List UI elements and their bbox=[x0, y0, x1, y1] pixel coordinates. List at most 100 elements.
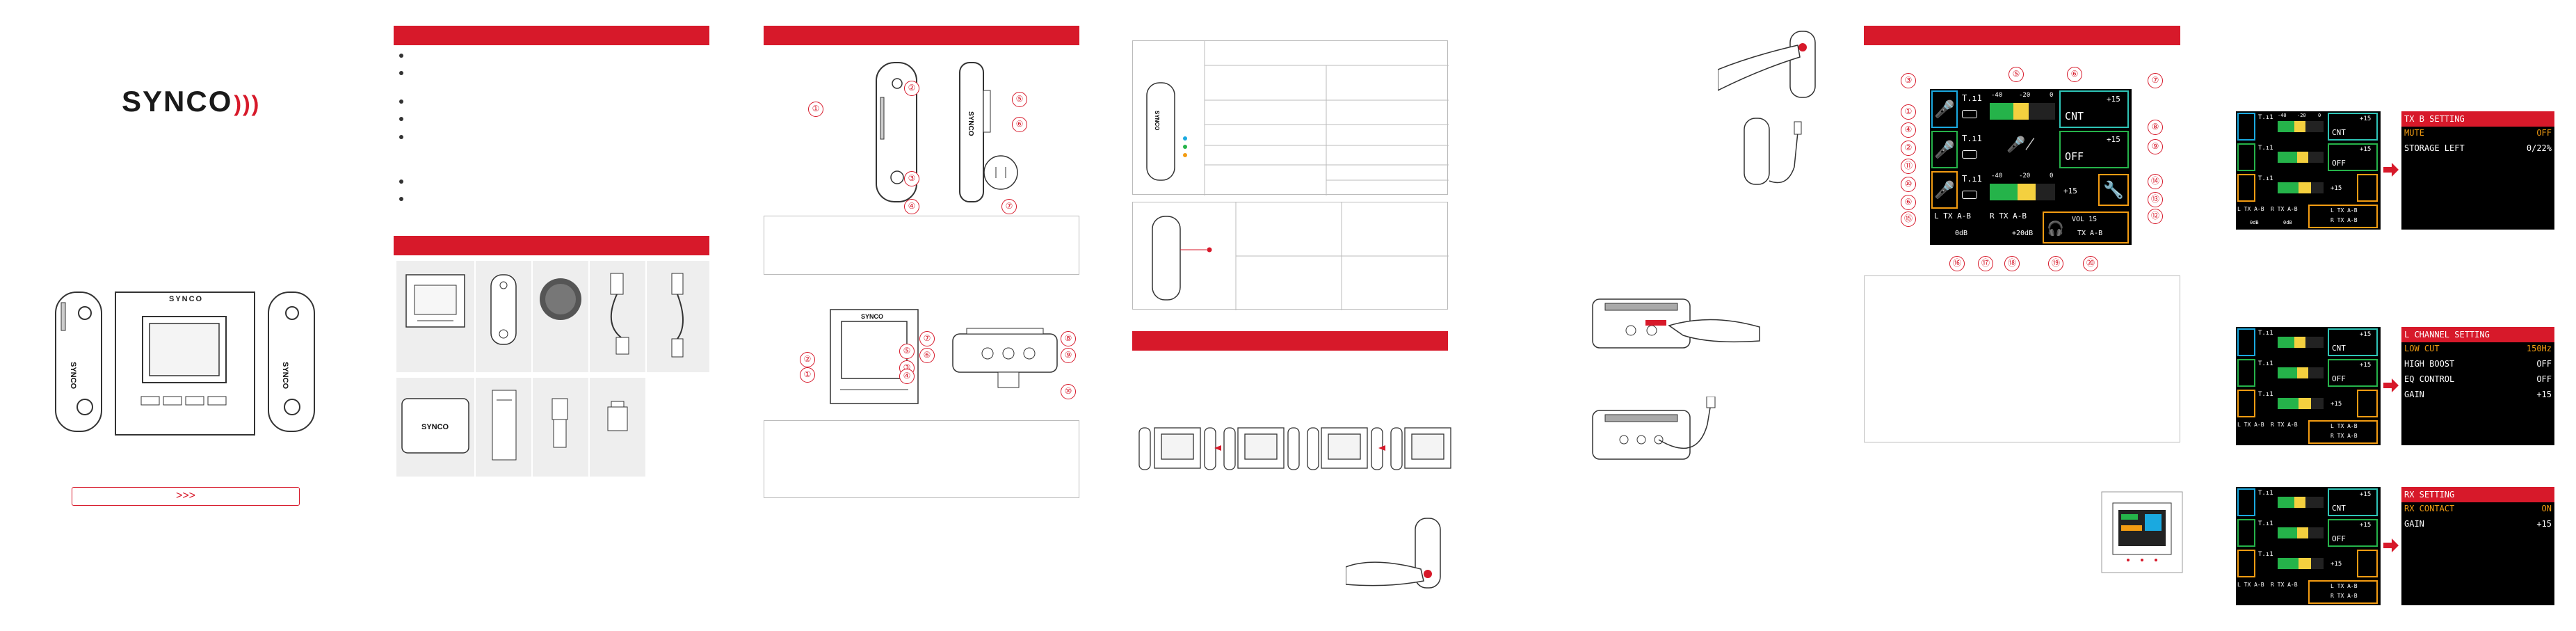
meter-label: -20 bbox=[2019, 92, 2031, 99]
bullet bbox=[399, 71, 403, 75]
meter-label: 0 bbox=[2050, 92, 2054, 99]
section-header-bar bbox=[1864, 26, 2180, 45]
callout: ⑥ bbox=[2067, 67, 2082, 82]
panel-6: 🎤 T.ı1 -40 -20 0 CNT +15 🎤 T.ı1 🎤̸ OFF +… bbox=[1829, 0, 2205, 631]
callout-4: ④ bbox=[899, 369, 915, 384]
mini-screen: T.ı1 -40 -20 0 CNT+15 T.ı1 OFF+15 T.ı1 +… bbox=[2236, 111, 2381, 230]
mic-icon: 🎤 bbox=[1931, 90, 1958, 128]
package-grid: SYNCO bbox=[396, 261, 709, 477]
callout: ⑦ bbox=[2148, 73, 2163, 88]
menu-title: RX SETTING bbox=[2401, 487, 2554, 502]
callout: ⑰ bbox=[1978, 256, 1993, 271]
bullet bbox=[399, 179, 403, 184]
receiver-earphone-illustration bbox=[1592, 397, 1716, 460]
callout-7: ⑦ bbox=[919, 331, 935, 346]
gain-label: +15 bbox=[2063, 186, 2077, 195]
panel-2: SYNCO bbox=[362, 0, 730, 631]
callout: ⑮ bbox=[1901, 211, 1916, 227]
headphone-icon: 🎧 bbox=[2047, 220, 2064, 237]
callout: ③ bbox=[1901, 73, 1916, 88]
arrow-right-icon bbox=[2383, 378, 2399, 392]
gain-label: +15 bbox=[2107, 95, 2120, 104]
menu-item[interactable]: GAIN+15 bbox=[2404, 390, 2552, 399]
led-table-2 bbox=[1132, 202, 1449, 310]
bullet bbox=[399, 117, 403, 121]
callout-3: ③ bbox=[904, 171, 919, 186]
mic-icon: 🎤 bbox=[1931, 131, 1958, 168]
receiver-screen-thumbnail bbox=[2101, 491, 2183, 573]
callout-2: ② bbox=[904, 81, 919, 96]
mode-label: OFF bbox=[2065, 150, 2084, 163]
callout: ② bbox=[1901, 141, 1916, 156]
svg-text:SYNCO: SYNCO bbox=[69, 362, 77, 390]
item-cell-windscreen bbox=[533, 261, 588, 372]
mic-icon: 🎤 bbox=[1931, 171, 1958, 209]
finger-press-icon bbox=[1718, 31, 1816, 98]
tx-label: TX A-B bbox=[2077, 230, 2103, 237]
signal-bars: T.ı1 bbox=[1962, 93, 1982, 103]
led-table: SYNCO bbox=[1132, 40, 1449, 195]
left-gain-db: 0dB bbox=[1955, 230, 1968, 237]
callout-6: ⑥ bbox=[1012, 117, 1027, 132]
mini-screen: T.ı1 CNT+15 T.ı1 OFF+15 T.ı1 +15 L TX A-… bbox=[2236, 487, 2381, 605]
meter-label: 0 bbox=[2050, 173, 2054, 179]
callout-6: ⑥ bbox=[919, 348, 935, 363]
gain-label: +15 bbox=[2107, 135, 2120, 144]
callout: ④ bbox=[1901, 122, 1916, 138]
callout-9: ⑨ bbox=[1061, 348, 1076, 363]
meter-label: -40 bbox=[1991, 173, 2003, 179]
tx-c-row: 🎤 T.ı1 -40 -20 0 +15 🔧 bbox=[1931, 171, 2130, 209]
receiver-diagram: SYNCO bbox=[830, 309, 1058, 404]
arrow-right-icon bbox=[2383, 538, 2399, 552]
note-box bbox=[764, 216, 1079, 275]
bullet bbox=[399, 54, 403, 58]
callout-1: ① bbox=[800, 367, 815, 383]
svg-text:SYNCO: SYNCO bbox=[281, 362, 289, 390]
transmitter-diagram: SYNCO bbox=[876, 62, 1018, 202]
tx-b-row: 🎤 T.ı1 🎤̸ OFF +15 bbox=[1931, 131, 2130, 168]
note-box bbox=[764, 420, 1079, 498]
svg-text:SYNCO: SYNCO bbox=[861, 313, 883, 320]
item-cell-manual bbox=[476, 378, 531, 477]
callout: ⑨ bbox=[2148, 139, 2163, 154]
tx-a-row: 🎤 T.ı1 -40 -20 0 CNT +15 bbox=[1931, 90, 2130, 128]
screen-diagram: 🎤 T.ı1 -40 -20 0 CNT +15 🎤 T.ı1 🎤̸ OFF +… bbox=[1930, 89, 2132, 245]
callout: ① bbox=[1901, 104, 1916, 120]
right-gain-db: +20dB bbox=[2012, 230, 2034, 237]
next-page-button[interactable]: >>> bbox=[72, 487, 300, 506]
section-header-bar bbox=[1132, 331, 1448, 351]
arrow-right-icon bbox=[2383, 163, 2399, 177]
callout-2: ② bbox=[800, 352, 815, 367]
item-cell-adapter-usb bbox=[590, 378, 645, 477]
brand-logo: SYNCO))) bbox=[122, 85, 261, 118]
callout: ⑳ bbox=[2083, 256, 2098, 271]
speaker-wave-icon: ))) bbox=[234, 91, 261, 116]
output-box: 🎧 VOL 15 TX A-B bbox=[2043, 211, 2129, 243]
item-cell-transmitter bbox=[476, 261, 531, 372]
callout: ⑭ bbox=[2148, 174, 2163, 189]
earphone-icon bbox=[1744, 118, 1802, 185]
signal-bars: T.ı1 bbox=[1962, 134, 1982, 143]
panel-3: SYNCO ① ② ③ ④ ⑤ ⑥ ⑦ SYNCO ① ② ③ ④ ⑤ ⑥ ⑦ … bbox=[730, 0, 1099, 631]
signal-bars: T.ı1 bbox=[1962, 174, 1982, 184]
section-header-bar bbox=[394, 236, 709, 255]
mic-muted-icon: 🎤̸ bbox=[2006, 136, 2035, 154]
bullet bbox=[399, 197, 403, 201]
menu-title: L CHANNEL SETTING bbox=[2401, 327, 2554, 342]
callout-7: ⑦ bbox=[1001, 199, 1017, 214]
menu-item[interactable]: GAIN+15 bbox=[2404, 519, 2552, 529]
item-cell-case: SYNCO bbox=[396, 378, 474, 477]
item-cell-adapter-c bbox=[533, 378, 588, 477]
svg-text:SYNCO: SYNCO bbox=[967, 111, 974, 136]
svg-text:SYNCO: SYNCO bbox=[1154, 111, 1160, 130]
item-cell-receiver bbox=[396, 261, 474, 372]
bullet-list bbox=[395, 49, 701, 209]
meter-label: -40 bbox=[1991, 92, 2003, 99]
